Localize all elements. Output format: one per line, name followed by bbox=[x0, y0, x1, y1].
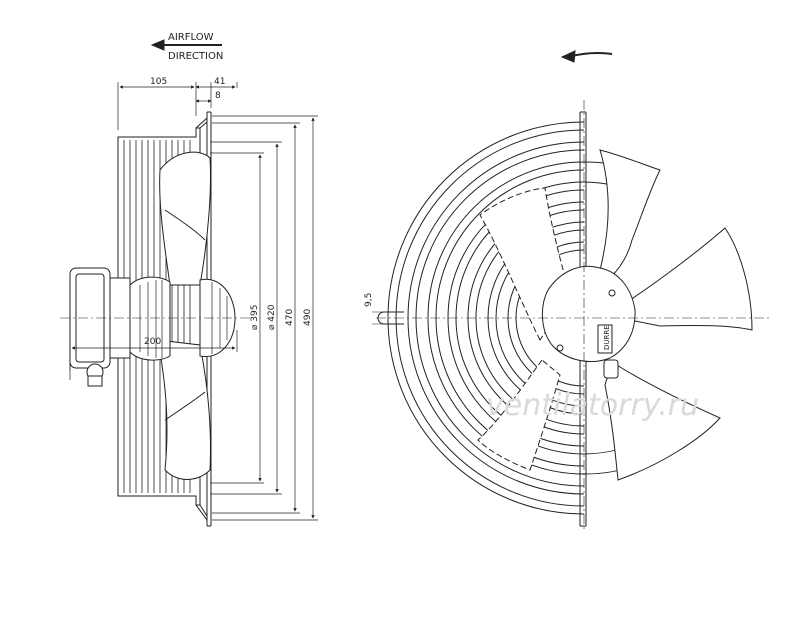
airflow-label-line2: DIRECTION bbox=[168, 51, 223, 62]
airflow-arrow-icon bbox=[150, 39, 222, 51]
watermark: ventilatorry.ru bbox=[486, 388, 699, 423]
bottom-dimension bbox=[69, 330, 238, 380]
dim-8-label: 8 bbox=[215, 91, 221, 101]
dim-490-label: 490 bbox=[303, 309, 313, 326]
label-badge-text: DURRE bbox=[603, 325, 611, 350]
rotation-arrow-icon bbox=[560, 50, 613, 63]
airflow-label-line1: AIRFLOW bbox=[168, 32, 214, 43]
hub: DURRE bbox=[542, 265, 636, 379]
diameter-dimensions bbox=[210, 115, 318, 521]
dim-200-label: 200 bbox=[144, 337, 161, 347]
dim-105-label: 105 bbox=[150, 77, 167, 87]
dim-470-label: 470 bbox=[285, 309, 295, 326]
top-dimensions bbox=[117, 82, 238, 130]
dim-41-label: 41 bbox=[214, 77, 225, 87]
dim-9-5-label: 9,5 bbox=[364, 293, 374, 307]
front-view: 9,5 DURRE bbox=[364, 50, 770, 530]
terminal-box bbox=[69, 267, 111, 387]
dim-420-label: ⌀ 420 bbox=[267, 304, 277, 330]
fan-blades-side bbox=[157, 151, 212, 480]
dim-395-label: ⌀ 395 bbox=[250, 305, 260, 330]
side-view: AIRFLOW DIRECTION bbox=[60, 32, 318, 527]
label-badge bbox=[597, 324, 613, 354]
